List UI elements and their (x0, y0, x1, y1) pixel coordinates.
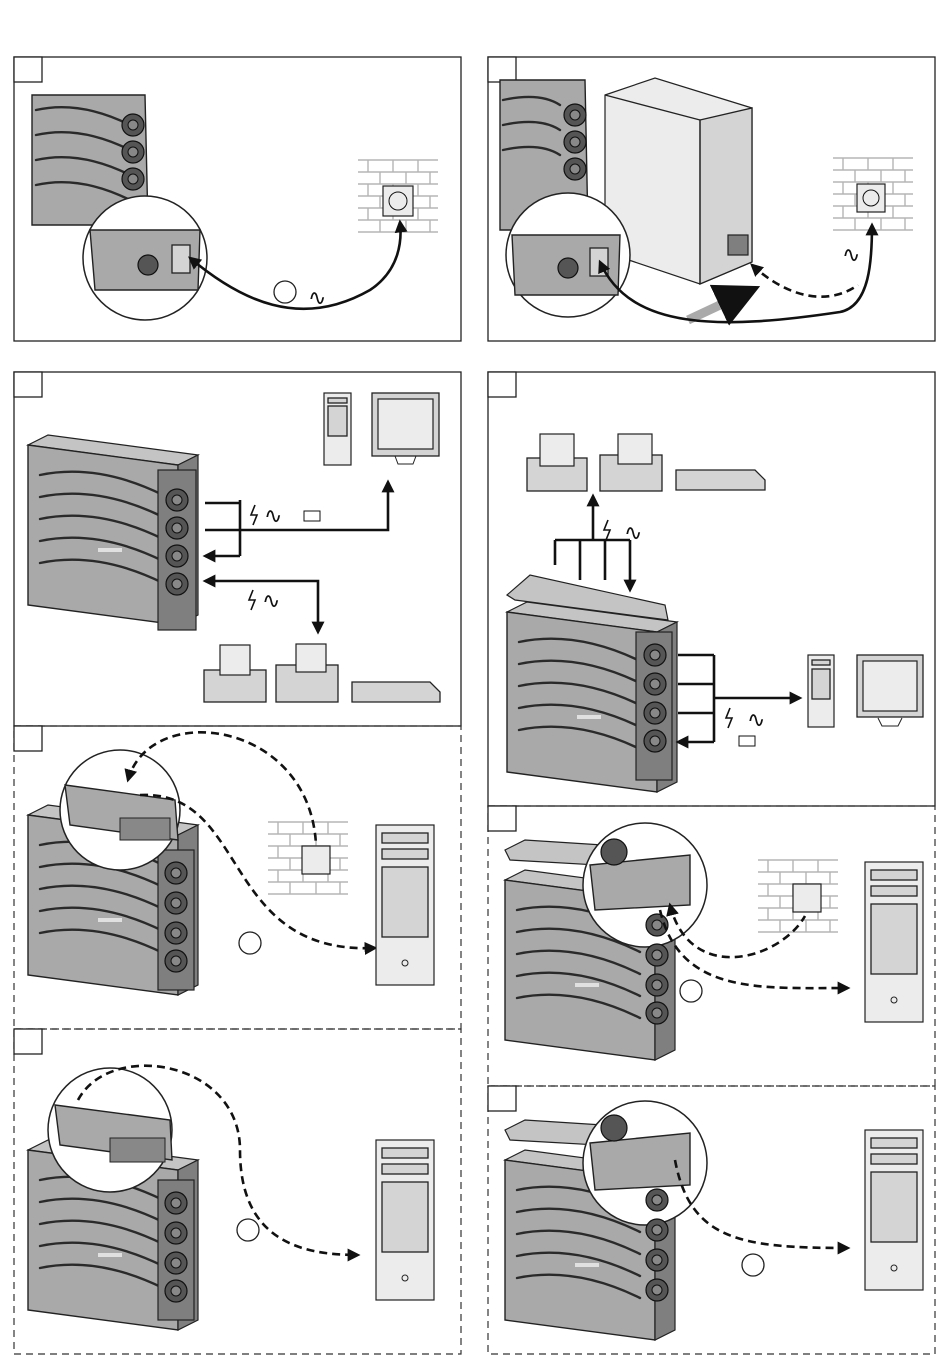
phone-jack-icon (302, 846, 330, 874)
ac-symbol-4a: ∿ (624, 521, 642, 546)
ac-symbol-4b: ∿ (747, 708, 765, 733)
panel-step-2: ∿ (488, 57, 935, 341)
ac-symbol-2: ∿ (842, 243, 860, 268)
panel-step-3: ∿ ∿ (14, 372, 461, 726)
ac-symbol-1: ∿ (308, 286, 326, 311)
scanner-icon (352, 682, 440, 702)
panel-step-7 (14, 1029, 461, 1354)
battery-icon (304, 511, 320, 521)
panel-step-5 (14, 726, 461, 1029)
panel-step-4: ∿ ∿ (488, 372, 935, 806)
lightning-icon (251, 505, 257, 525)
panel-step-8 (488, 1086, 935, 1354)
panel-step-1: ∿ (14, 57, 461, 341)
ac-symbol-3b: ∿ (262, 589, 280, 614)
panel-step-6 (488, 806, 935, 1086)
ac-symbol-3a: ∿ (264, 504, 282, 529)
